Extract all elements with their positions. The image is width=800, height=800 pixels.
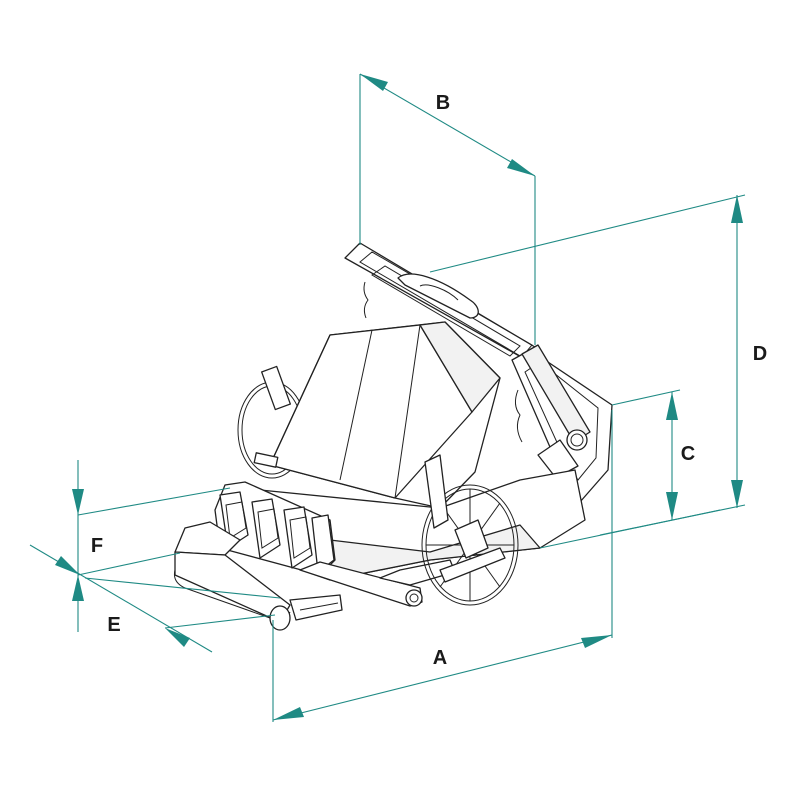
discharge-gate bbox=[214, 481, 336, 576]
dimension-label-f: F bbox=[91, 535, 103, 557]
dimension-b: B bbox=[359, 73, 536, 345]
extension-line-d-top bbox=[429, 194, 746, 273]
arrowhead bbox=[507, 159, 535, 176]
extension-line-d-bottom bbox=[599, 504, 746, 536]
extension-line-e-bottom bbox=[164, 614, 276, 629]
rear-wheel bbox=[237, 365, 307, 479]
arrowhead bbox=[360, 74, 388, 91]
extension-line-f-bottom bbox=[77, 552, 181, 576]
hand-wheel bbox=[421, 454, 519, 606]
lifting-chain bbox=[363, 281, 523, 443]
tilting-hopper-illustration bbox=[174, 242, 613, 631]
arrowhead bbox=[72, 575, 84, 601]
gate-rib bbox=[251, 498, 281, 559]
drawbar-linkage bbox=[299, 559, 456, 607]
arrowhead bbox=[165, 628, 190, 647]
dimension-label-c: C bbox=[681, 443, 695, 465]
dimension-f: F bbox=[72, 460, 231, 632]
discharge-chute bbox=[174, 521, 343, 631]
arrowhead bbox=[666, 392, 678, 420]
extension-line-e-top bbox=[84, 577, 281, 599]
dimension-a: A bbox=[272, 410, 613, 722]
dimension-label-e: E bbox=[107, 614, 120, 636]
arrowhead bbox=[72, 489, 84, 515]
extension-line-f-top bbox=[77, 487, 231, 516]
arrowhead bbox=[55, 556, 80, 575]
dimension-label-b: B bbox=[436, 92, 450, 114]
dimension-line-b bbox=[359, 73, 536, 177]
dimension-label-d: D bbox=[753, 343, 767, 365]
extension-line-c-top bbox=[611, 389, 681, 406]
arrowhead bbox=[731, 480, 743, 508]
dimension-line-a bbox=[272, 634, 613, 721]
dimension-d: D bbox=[429, 194, 767, 536]
gate-rib bbox=[311, 514, 335, 573]
arrowhead bbox=[273, 707, 304, 720]
arrowhead bbox=[666, 492, 678, 520]
dimension-e: E bbox=[29, 544, 281, 653]
hopper-body bbox=[253, 321, 501, 531]
arrowhead bbox=[731, 195, 743, 223]
arrowhead bbox=[581, 635, 612, 648]
dimension-label-a: A bbox=[433, 647, 447, 669]
hopper-lid-frame bbox=[344, 242, 541, 363]
gate-rib bbox=[283, 506, 313, 569]
